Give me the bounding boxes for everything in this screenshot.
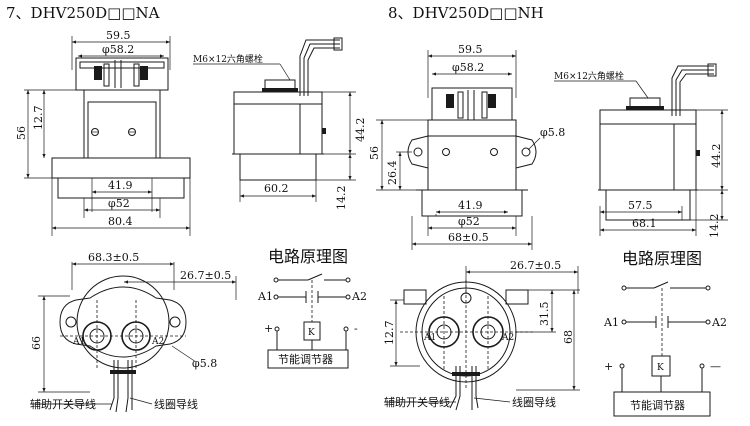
m7-coil-leads: 线圈导线 bbox=[154, 397, 198, 411]
m8-side-base: 14.2 bbox=[708, 214, 721, 239]
model-7-bottom-view: 68.3±0.5 26.7±0.5 A1 A2 66 φ5.8 bbox=[30, 251, 237, 413]
model-7-front-view: 59.5 φ58.2 56 12.7 41.9 bbox=[15, 29, 191, 236]
model-8-front-view: 59.5 φ58.2 φ5.8 56 26.4 bbox=[368, 43, 565, 250]
m8-bottom-h1: 31.5 bbox=[538, 302, 551, 327]
circuit-1-regulator: 节能调节器 bbox=[278, 352, 333, 366]
m7-top-inner: φ58.2 bbox=[102, 43, 134, 56]
m8-bottom-h3: 12.7 bbox=[383, 321, 396, 346]
m8-term-a1: A1 bbox=[423, 333, 436, 343]
m8-base-dia: φ52 bbox=[458, 215, 480, 228]
m7-side-height: 44.2 bbox=[354, 118, 367, 143]
circuit-2-minus: — bbox=[710, 360, 721, 373]
m7-height-upper: 12.7 bbox=[32, 106, 45, 131]
m8-base-inner: 41.9 bbox=[458, 199, 483, 212]
model-7-title: 7、DHV250D□□NA bbox=[6, 4, 160, 22]
m8-bolt-note: M6×12六角螺栓 bbox=[554, 70, 624, 82]
model-8-side-view: M6×12六角螺栓 57.5 68.1 44.2 14.2 bbox=[554, 63, 728, 239]
circuit-2-regulator: 节能调节器 bbox=[630, 398, 685, 412]
m7-term-a1: A1 bbox=[72, 337, 85, 347]
m8-top-inner: φ58.2 bbox=[452, 61, 484, 74]
circuit-diagram-1: 电路原理图 A1 A2 + - K 节能调节器 bbox=[257, 247, 367, 369]
m7-bolt-note: M6×12六角螺栓 bbox=[193, 53, 263, 65]
m7-base-width: 80.4 bbox=[108, 215, 133, 228]
m7-aux-leads: 辅助开关导线 bbox=[30, 397, 96, 411]
m8-bottom-offset: 26.7±0.5 bbox=[510, 259, 561, 272]
m7-top-width: 59.5 bbox=[106, 29, 131, 42]
circuit-diagram-2: 电路原理图 A1 A2 + — K 节能调节器 bbox=[603, 249, 727, 417]
circuit-2-a2: A2 bbox=[711, 316, 727, 329]
m7-side-base: 14.2 bbox=[335, 186, 348, 211]
m8-side-height: 44.2 bbox=[710, 144, 723, 169]
circuit-1-a1: A1 bbox=[257, 290, 273, 303]
m8-bottom-h2: 68 bbox=[562, 330, 575, 344]
m7-side-width: 60.2 bbox=[264, 182, 289, 195]
model-7-side-view: M6×12六角螺栓 60.2 44.2 14.2 bbox=[193, 37, 367, 211]
model-8-bottom-view: 26.7±0.5 A1 A2 31.5 68 bbox=[383, 259, 580, 411]
circuit-2-a1: A1 bbox=[603, 316, 619, 329]
m8-height-total: 56 bbox=[368, 146, 381, 160]
m8-side-width2: 68.1 bbox=[632, 217, 657, 230]
circuit-1-title: 电路原理图 bbox=[268, 247, 348, 266]
m7-bottom-offset: 26.7±0.5 bbox=[180, 269, 231, 282]
m8-base-width: 68±0.5 bbox=[448, 231, 489, 244]
m8-height-upper: 26.4 bbox=[386, 161, 399, 186]
circuit-1-a2: A2 bbox=[351, 290, 367, 303]
m8-aux-leads: 辅助开关导线 bbox=[384, 395, 450, 409]
m7-height-total: 56 bbox=[15, 126, 28, 140]
circuit-1-coil: K bbox=[308, 328, 315, 338]
circuit-2-coil: K bbox=[657, 363, 664, 373]
m7-bottom-hole: φ5.8 bbox=[192, 357, 217, 370]
m8-side-width1: 57.5 bbox=[628, 199, 653, 212]
m8-flange-hole: φ5.8 bbox=[540, 126, 565, 139]
m7-bottom-height: 66 bbox=[30, 336, 43, 350]
m7-bottom-pitch: 68.3±0.5 bbox=[88, 251, 139, 264]
circuit-2-plus: + bbox=[604, 360, 613, 373]
circuit-2-title: 电路原理图 bbox=[622, 249, 702, 268]
m7-base-dia: φ52 bbox=[108, 197, 130, 210]
m7-base-inner: 41.9 bbox=[108, 179, 133, 192]
model-8-title: 8、DHV250D□□NH bbox=[388, 4, 544, 22]
m7-term-a2: A2 bbox=[151, 337, 164, 347]
m8-coil-leads: 线圈导线 bbox=[512, 395, 556, 409]
circuit-1-minus: - bbox=[354, 322, 358, 335]
m8-top-width: 59.5 bbox=[458, 43, 483, 56]
m8-term-a2: A2 bbox=[501, 333, 514, 343]
circuit-1-plus: + bbox=[264, 322, 273, 335]
